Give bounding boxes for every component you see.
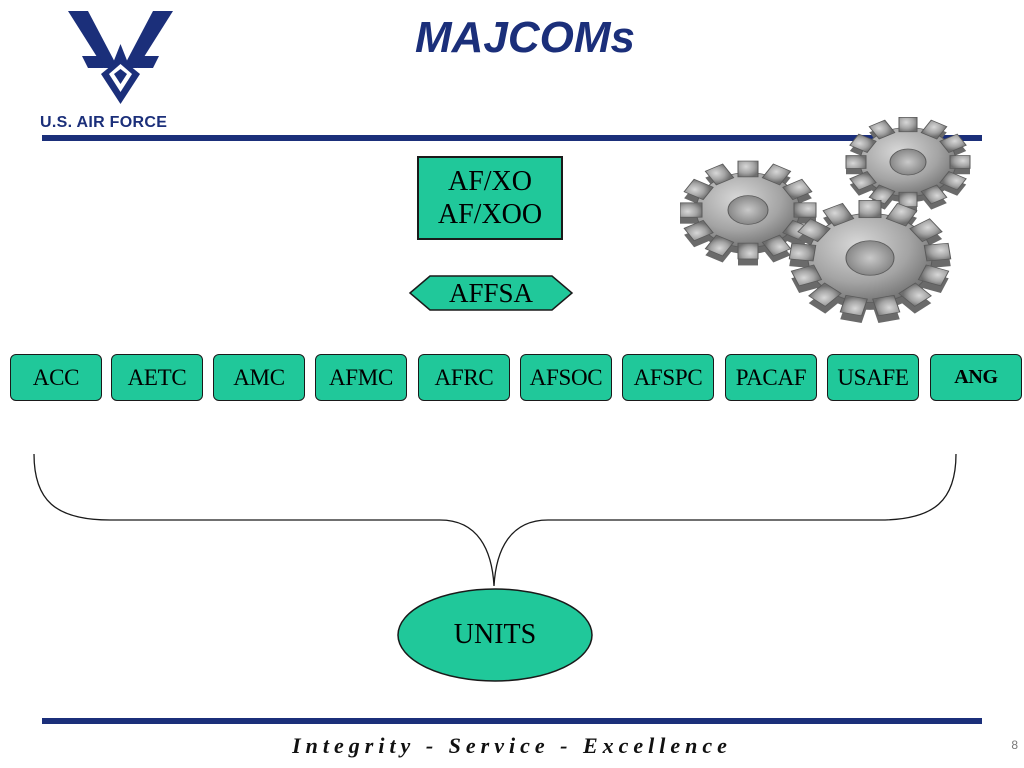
agency-hexagon bbox=[408, 275, 574, 311]
air-force-wings-icon bbox=[68, 11, 173, 104]
majcom-box: ANG bbox=[930, 354, 1022, 401]
majcom-box: AETC bbox=[111, 354, 203, 401]
footer-motto: Integrity - Service - Excellence bbox=[292, 733, 732, 758]
gears-illustration bbox=[679, 110, 980, 335]
agency-label: AFFSA bbox=[448, 277, 534, 308]
majcom-box: AMC bbox=[213, 354, 305, 401]
bottom-divider bbox=[42, 718, 982, 724]
units-label: UNITS bbox=[453, 619, 537, 650]
slide-title: MAJCOMs bbox=[414, 13, 636, 62]
majcom-box: AFSPC bbox=[622, 354, 714, 401]
air-force-logo bbox=[38, 6, 203, 138]
grouping-brace bbox=[33, 453, 957, 587]
hq-box-line-1: AF/XO bbox=[447, 166, 532, 197]
majcom-box: AFMC bbox=[315, 354, 407, 401]
gear-icon bbox=[679, 160, 817, 266]
page-number: 8 bbox=[1011, 738, 1018, 752]
hq-box-line-2: AF/XOO bbox=[437, 199, 543, 230]
majcom-box: AFRC bbox=[418, 354, 510, 401]
gear-icon bbox=[845, 117, 971, 213]
top-divider bbox=[42, 135, 982, 141]
units-ellipse bbox=[397, 588, 593, 682]
hq-box: AF/XO AF/XOO bbox=[417, 156, 563, 240]
majcom-row: ACC AETC AMC AFMC AFRC AFSOC AFSPC PACAF… bbox=[0, 354, 1024, 402]
majcom-box: PACAF bbox=[725, 354, 817, 401]
logo-wordmark: U.S. AIR FORCE bbox=[40, 114, 168, 131]
gear-icon bbox=[788, 200, 952, 324]
majcom-box: USAFE bbox=[827, 354, 919, 401]
majcom-box: ACC bbox=[10, 354, 102, 401]
majcom-box: AFSOC bbox=[520, 354, 612, 401]
